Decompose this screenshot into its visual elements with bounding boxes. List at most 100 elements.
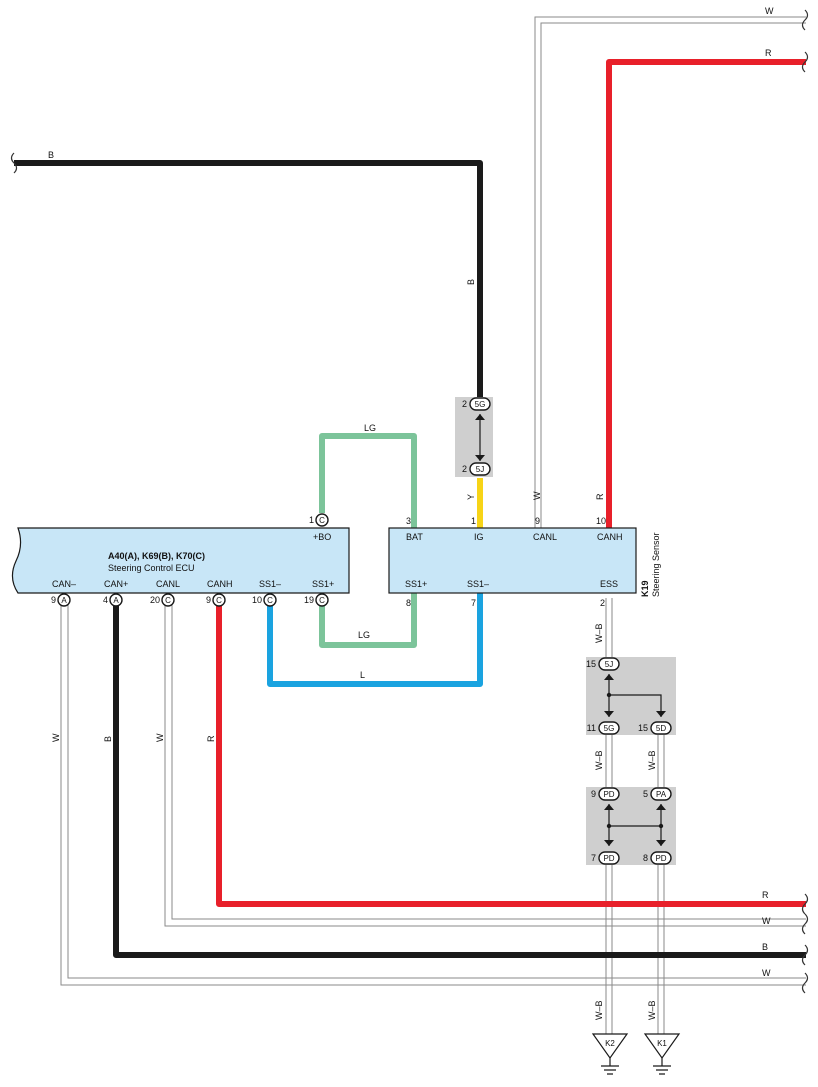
ecu-pin-num-canm: 9 [51, 595, 56, 605]
wire-label-b-bottom: B [762, 942, 768, 952]
ecu-pin-label-canl: CANL [156, 579, 180, 589]
ecu-pin-label-canm: CAN– [52, 579, 76, 589]
junction-2-arrow-down-r [656, 711, 666, 717]
ecu-pin-label-ss1p: SS1+ [312, 579, 334, 589]
wire-label-w-bottom-2: W [762, 968, 771, 978]
ecu-subtitle: Steering Control ECU [108, 563, 195, 573]
wire-w-ecu-canl-b [171, 598, 806, 920]
ecu-pin-num-bo: 1 [309, 515, 314, 525]
sensor-box [388, 527, 637, 594]
break-mark-left-b [10, 152, 18, 174]
junction-2-bl-num: 11 [587, 723, 596, 733]
junction-1-bot-label: 5J [476, 465, 484, 474]
junction-3-arrow-up-l [604, 804, 614, 810]
junction-5g-5j: 5G 5J 2 2 [455, 397, 493, 477]
sensor-pin-num-canl: 9 [535, 516, 540, 526]
sensor-pin-label-canl: CANL [533, 532, 557, 542]
sensor-pin-num-ss1m: 7 [471, 598, 476, 608]
junction-3-bl-label: PD [603, 854, 614, 863]
junction-3-br-conn [650, 851, 672, 865]
wire-w-canl-top-b [540, 22, 806, 528]
sensor-pin-num-bat: 3 [406, 516, 411, 526]
wire-r-top [606, 59, 806, 528]
wire-label-w-bottom-1: W [762, 916, 771, 926]
junction-5j-5g-5d: 5J 5G 5D 15 11 15 [586, 657, 676, 735]
sensor-pin-label-ss1p: SS1+ [405, 579, 427, 589]
white-wires [60, 16, 806, 1034]
junction-2-arrow-up [604, 674, 614, 680]
break-mark-b-bottom [801, 944, 809, 966]
sensor-pin-label-ss1m: SS1– [467, 579, 489, 589]
ground-k2-label: K2 [605, 1039, 615, 1048]
ecu-conn-letter-canm: A [61, 596, 67, 605]
wire-label-r-canh-ecu: R [206, 735, 216, 742]
ecu-pin-label-canh: CANH [207, 579, 233, 589]
ground-k2: K2 [591, 1033, 629, 1075]
ecu-conn-letter-ss1p: C [319, 596, 325, 605]
junction-2-br-conn [650, 721, 672, 735]
ecu-conn-letter-canp: A [113, 596, 119, 605]
ecu-pin-label-ss1m: SS1– [259, 579, 281, 589]
ecu-conn-letter-canl: C [165, 596, 171, 605]
junction-3-arrow-down-r [656, 840, 666, 846]
wire-l [267, 593, 483, 687]
junction-3-br-label: PD [655, 854, 666, 863]
ecu-pin-label-canp: CAN+ [104, 579, 128, 589]
junction-3-tl-conn [598, 787, 620, 801]
wire-label-wb-k1: W–B [647, 1000, 657, 1020]
junction-2-arrow-down-l [604, 711, 614, 717]
ecu-conn-ss1m [263, 593, 277, 607]
ground-k1-label: K1 [657, 1039, 667, 1048]
wire-label-w-canl: W [532, 491, 542, 500]
junction-2-dot [606, 692, 612, 698]
sensor-pin-num-canh: 10 [596, 516, 606, 526]
sensor-pin-num-ig: 1 [471, 516, 476, 526]
wire-label-wb-j2r: W–B [647, 750, 657, 770]
wire-label-r-canh: R [595, 493, 605, 500]
sensor-name: Steering Sensor [651, 532, 661, 597]
wire-label-lg-bottom: LG [358, 630, 370, 640]
ground-k1-triangle [643, 1033, 681, 1060]
junction-3-tl-label: PD [603, 790, 614, 799]
ground-k1-icon [653, 1058, 671, 1075]
wire-lg-bottom [319, 593, 417, 648]
junction-3-tr-label: PA [656, 790, 667, 799]
colored-wires [14, 59, 806, 958]
wire-label-b-canp: B [103, 736, 113, 742]
ecu-connectors [57, 513, 329, 607]
junction-3-tr-num: 5 [643, 789, 648, 799]
ecu-conn-canp [109, 593, 123, 607]
wire-label-y: Y [466, 494, 476, 500]
wire-w-ecu-canm-b [67, 598, 806, 979]
wire-label-wb-ess: W–B [594, 623, 604, 643]
junction-3-dot-l [606, 823, 612, 829]
steering-control-ecu: A40(A), K69(B), K70(C) Steering Control … [11, 513, 350, 607]
junction-2-br-num: 15 [638, 723, 648, 733]
wire-b-top [14, 160, 483, 398]
junction-3-br-num: 8 [643, 853, 648, 863]
ground-k2-icon [601, 1058, 619, 1075]
wire-r-bottom [216, 598, 806, 907]
junction-3-arrow-up-r [656, 804, 666, 810]
sensor-pin-label-bat: BAT [406, 532, 423, 542]
ecu-conn-canh [212, 593, 226, 607]
junction-3-arrow-down-l [604, 840, 614, 846]
ecu-conn-bo [315, 513, 329, 527]
junction-3-bl-num: 7 [591, 853, 596, 863]
wire-label-r-top: R [765, 48, 772, 58]
junction-3-bl-conn [598, 851, 620, 865]
junction-1-top-conn [469, 397, 491, 411]
wire-lg-top [319, 433, 417, 528]
wire-label-w-top: W [765, 6, 774, 16]
wire-label-b-top: B [48, 150, 54, 160]
sensor-code: K19 [640, 580, 650, 597]
wire-b-bottom [113, 598, 806, 958]
sensor-pin-num-ess: 2 [600, 598, 605, 608]
wire-label-r-bottom: R [762, 890, 769, 900]
junction-2-bl-conn [598, 721, 620, 735]
wire-label-lg-top: LG [364, 423, 376, 433]
ecu-conn-ss1p [315, 593, 329, 607]
ecu-pin-num-canp: 4 [103, 595, 108, 605]
ecu-box [11, 527, 350, 594]
